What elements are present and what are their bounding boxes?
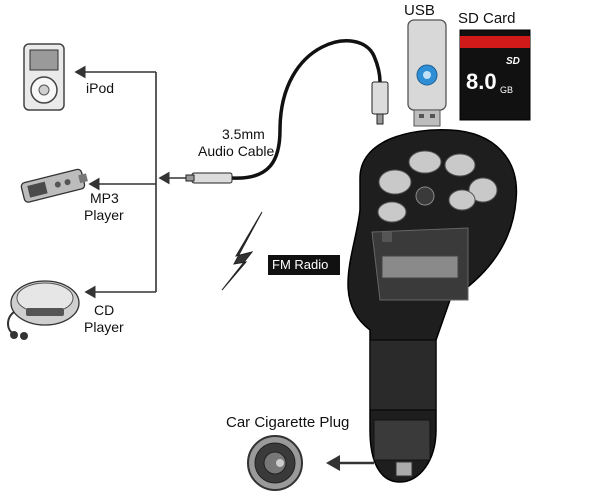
sd-capacity-unit: GB: [500, 85, 514, 95]
fm-radio-tag: [268, 255, 340, 275]
lightning-icon: [221, 211, 263, 291]
sd-card-label: SD Card: [458, 10, 516, 27]
sd-card-icon: [459, 29, 531, 121]
sd-capacity: 8.0: [466, 69, 497, 94]
plug-in-arrow: [326, 455, 374, 471]
fm-radio-label: FM Radio: [272, 257, 329, 272]
fm-transmitter-icon: [347, 129, 518, 483]
mp3-player-icon: [20, 168, 88, 203]
usb-label: USB: [404, 2, 435, 19]
cd-label-line1: CD: [94, 302, 115, 318]
source-bracket: [74, 65, 190, 299]
cd-label-line2: Player: [84, 319, 124, 335]
audio-cable-label-line2: Audio Cable: [198, 143, 275, 159]
car-plug-label: Car Cigarette Plug: [226, 414, 350, 431]
sd-logo: SD: [506, 56, 520, 67]
ipod-label: iPod: [86, 80, 115, 96]
mp3-label-line2: Player: [84, 207, 124, 223]
usb-drive-icon: [407, 19, 447, 127]
cd-player-icon: [7, 280, 80, 340]
car-plug-icon: [247, 435, 303, 491]
audio-cable-icon: [185, 39, 389, 184]
ipod-icon: [23, 43, 65, 111]
audio-cable-label-line1: 3.5mm: [222, 126, 265, 142]
mp3-label-line1: MP3: [90, 190, 119, 206]
